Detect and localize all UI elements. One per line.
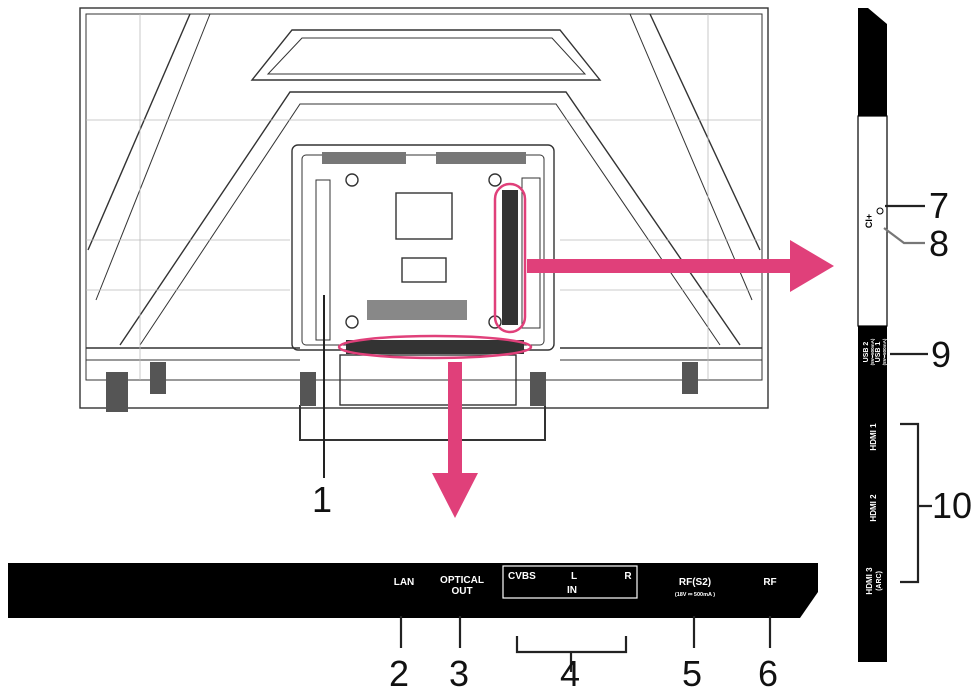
label-hdmi2: HDMI 2 [869, 494, 878, 522]
tv-screw [345, 173, 359, 187]
callout-9: 9 [931, 334, 951, 375]
tv-rear-view [79, 7, 769, 441]
av-in-box [502, 565, 638, 599]
callout-3: 3 [449, 653, 469, 690]
label-usb2: USB 2 [863, 342, 870, 363]
callout-4-bracket [515, 636, 628, 672]
label-usb1-spec: (5V⎓500mA) [882, 338, 887, 365]
ci-lock-icon [876, 207, 884, 215]
tv-label-sticker-1 [395, 192, 453, 240]
side-panel-shape [858, 8, 887, 662]
tv-corner-bracket [106, 372, 128, 412]
tv-right-rib [649, 13, 761, 251]
tv-inner-frame [85, 13, 763, 381]
label-rf-s2-spec: (18V ⎓ 500mA ) [675, 592, 715, 598]
label-rf-s2: RF(S2) [679, 577, 711, 588]
bottom-ports-highlight [337, 334, 533, 360]
tv-back-arch-inner [139, 103, 721, 346]
label-hdmi3: HDMI 3 [865, 567, 874, 595]
callout-10: 10 [932, 485, 972, 526]
tv-right-rib-2 [629, 13, 753, 301]
tv-foot-mid-right [530, 372, 546, 406]
callout-2: 2 [389, 653, 409, 690]
arrows [432, 240, 834, 518]
callout-6: 6 [758, 653, 778, 690]
tv-top-rib-inner [266, 37, 587, 75]
ci-slot [857, 115, 888, 327]
label-optical: OPTICAL [440, 575, 484, 586]
label-optical-out: OUT [451, 586, 472, 597]
callout-8: 8 [929, 223, 949, 264]
label-usb1: USB 1 [875, 342, 882, 363]
callout-7: 7 [929, 185, 949, 226]
highlights [337, 182, 533, 360]
tv-screw [345, 315, 359, 329]
tv-side-port-strip [502, 190, 518, 325]
callout-10-bracket [900, 422, 932, 584]
callout-1: 1 [312, 479, 332, 520]
tv-bottom-port-strip [346, 340, 524, 354]
tv-stand-neck [339, 354, 517, 406]
tv-vent-bottom [367, 300, 467, 320]
label-ci: CI+ [864, 214, 874, 228]
callout-4: 4 [560, 653, 580, 690]
tv-screw [488, 173, 502, 187]
tv-foot-mid-left [300, 372, 316, 406]
tv-stand-base [299, 405, 546, 441]
label-cvbs: CVBS [508, 571, 536, 582]
tv-top-rib [250, 29, 602, 81]
tv-left-rib-2 [95, 13, 211, 301]
tv-label-sticker-2 [401, 257, 447, 283]
label-hdmi1: HDMI 1 [869, 423, 878, 451]
tv-outer-frame [79, 7, 769, 409]
tv-side-port-strip-guard [521, 177, 541, 329]
label-hdmi3-arc: (ARC) [876, 571, 883, 591]
label-r: R [624, 571, 632, 582]
arrow-down [432, 362, 478, 518]
arrow-right [527, 240, 834, 292]
side-callout-leaders [883, 204, 932, 584]
callout-8-leader [883, 227, 925, 245]
callout-5: 5 [682, 653, 702, 690]
bottom-callout-leaders [399, 616, 772, 672]
tv-grid-lines [86, 14, 762, 380]
side-ports-highlight [493, 182, 527, 334]
tv-vent-top-right [436, 152, 526, 164]
tv-foot-left [150, 362, 166, 394]
bottom-panel-shape [8, 563, 818, 618]
tv-vent-top-left [322, 152, 406, 164]
label-l: L [571, 571, 577, 582]
tv-back-arch [119, 91, 741, 346]
tv-left-rib [87, 13, 191, 251]
label-usb2-spec: (5V⎓500mA) [870, 338, 875, 365]
side-connector-panel: CI+ USB 2 (5V⎓500mA) USB 1 (5V⎓500mA) HD… [857, 8, 888, 662]
label-rf: RF [763, 577, 776, 588]
tv-foot-right [682, 362, 698, 394]
label-in: IN [567, 585, 577, 596]
bottom-connector-panel: LAN OPTICAL OUT CVBS L R IN RF(S2) (18V … [8, 563, 818, 618]
label-lan: LAN [394, 577, 415, 588]
